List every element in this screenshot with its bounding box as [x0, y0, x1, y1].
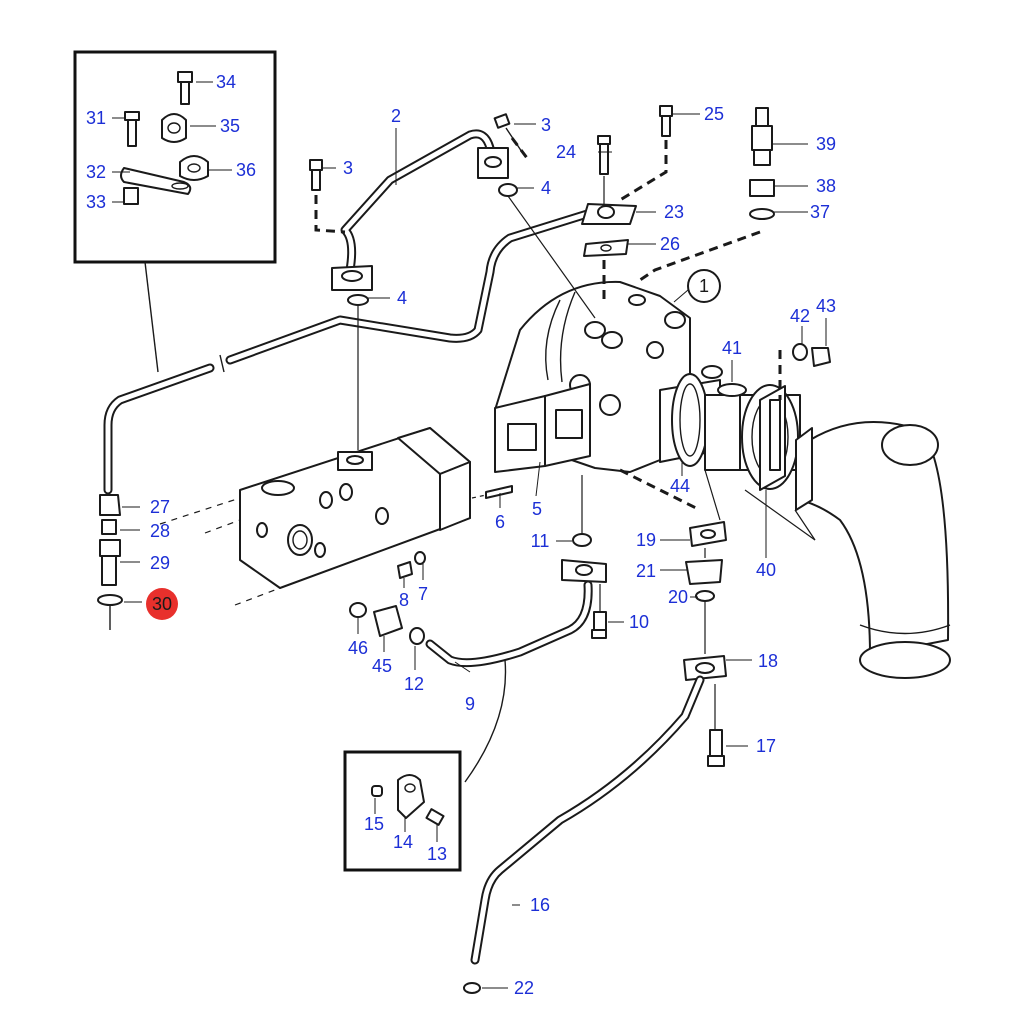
label-7[interactable]: 7 — [418, 584, 428, 604]
label-18[interactable]: 18 — [758, 651, 778, 671]
dashed-line-top-right — [639, 230, 761, 282]
label-8[interactable]: 8 — [399, 590, 409, 610]
label-leaders — [322, 113, 827, 989]
label-31[interactable]: 31 — [86, 108, 106, 128]
label-46[interactable]: 46 — [348, 638, 368, 658]
label-38[interactable]: 38 — [816, 176, 836, 196]
label-16[interactable]: 16 — [530, 895, 550, 915]
pipe-return-upper — [103, 205, 605, 495]
manifold-connector — [337, 294, 373, 471]
inset-link-line-top — [144, 261, 159, 373]
fittings-45-46-12 — [349, 602, 425, 645]
exhaust-manifold — [159, 427, 471, 606]
bolt-3-top — [493, 113, 532, 163]
label-28[interactable]: 28 — [150, 521, 170, 541]
fitting-stack-37-39 — [749, 107, 775, 220]
label-45[interactable]: 45 — [372, 656, 392, 676]
nut-washer-42-43 — [778, 343, 831, 400]
label-30[interactable]: 30 — [152, 594, 172, 614]
label-36[interactable]: 36 — [236, 160, 256, 180]
label-3-left[interactable]: 3 — [343, 158, 353, 178]
label-13[interactable]: 13 — [427, 844, 447, 864]
label-17[interactable]: 17 — [756, 736, 776, 756]
label-34[interactable]: 34 — [216, 72, 236, 92]
stud-6-nuts-7-8 — [397, 485, 513, 579]
label-42[interactable]: 42 — [790, 306, 810, 326]
label-27[interactable]: 27 — [150, 497, 170, 517]
part-labels: 2 3 3 4 4 5 6 7 8 9 10 11 12 13 14 15 16… — [86, 72, 836, 998]
label-43[interactable]: 43 — [816, 296, 836, 316]
label-29[interactable]: 29 — [150, 553, 170, 573]
label-19[interactable]: 19 — [636, 530, 656, 550]
label-11[interactable]: 11 — [531, 531, 550, 551]
label-6[interactable]: 6 — [495, 512, 505, 532]
label-26[interactable]: 26 — [660, 234, 680, 254]
label-14[interactable]: 14 — [393, 832, 413, 852]
label-24[interactable]: 24 — [556, 142, 576, 162]
label-39[interactable]: 39 — [816, 134, 836, 154]
label-21[interactable]: 21 — [636, 561, 656, 581]
label-10[interactable]: 10 — [629, 612, 649, 632]
label-12[interactable]: 12 — [404, 674, 424, 694]
label-4-top[interactable]: 4 — [541, 178, 551, 198]
label-25[interactable]: 25 — [704, 104, 724, 124]
label-5[interactable]: 5 — [532, 499, 542, 519]
label-3-top[interactable]: 3 — [541, 115, 551, 135]
label-37[interactable]: 37 — [810, 202, 830, 222]
inset-link-line-bottom — [464, 659, 507, 783]
label-20[interactable]: 20 — [668, 587, 688, 607]
callout-1: 1 — [673, 269, 721, 303]
inset-clamp-detail-bottom — [343, 750, 462, 872]
bolt-3-left — [309, 159, 346, 234]
pipe-16-assembly — [463, 521, 727, 994]
pipe-2 — [331, 129, 509, 291]
callout-1-label: 1 — [699, 276, 709, 296]
label-22[interactable]: 22 — [514, 978, 534, 998]
label-44[interactable]: 44 — [670, 476, 690, 496]
label-23[interactable]: 23 — [664, 202, 684, 222]
guide-line-top — [507, 195, 596, 319]
label-35[interactable]: 35 — [220, 116, 240, 136]
label-2[interactable]: 2 — [391, 106, 401, 126]
label-40[interactable]: 40 — [756, 560, 776, 580]
washer-4-top — [498, 183, 518, 197]
highlight-marker-30[interactable] — [146, 588, 178, 620]
label-41[interactable]: 41 — [722, 338, 742, 358]
label-15[interactable]: 15 — [364, 814, 384, 834]
left-fitting-stack — [97, 494, 142, 630]
exhaust-bend-40 — [744, 421, 951, 679]
guide-line-lower — [704, 469, 721, 521]
inset-clamp-detail-top — [73, 50, 277, 264]
pipe-9 — [425, 475, 607, 668]
bracket-assembly-23-26 — [581, 105, 673, 300]
label-32[interactable]: 32 — [86, 162, 106, 182]
outlet-gasket-rings — [671, 373, 801, 491]
label-9[interactable]: 9 — [465, 694, 475, 714]
label-4-left[interactable]: 4 — [397, 288, 407, 308]
label-33[interactable]: 33 — [86, 192, 106, 212]
